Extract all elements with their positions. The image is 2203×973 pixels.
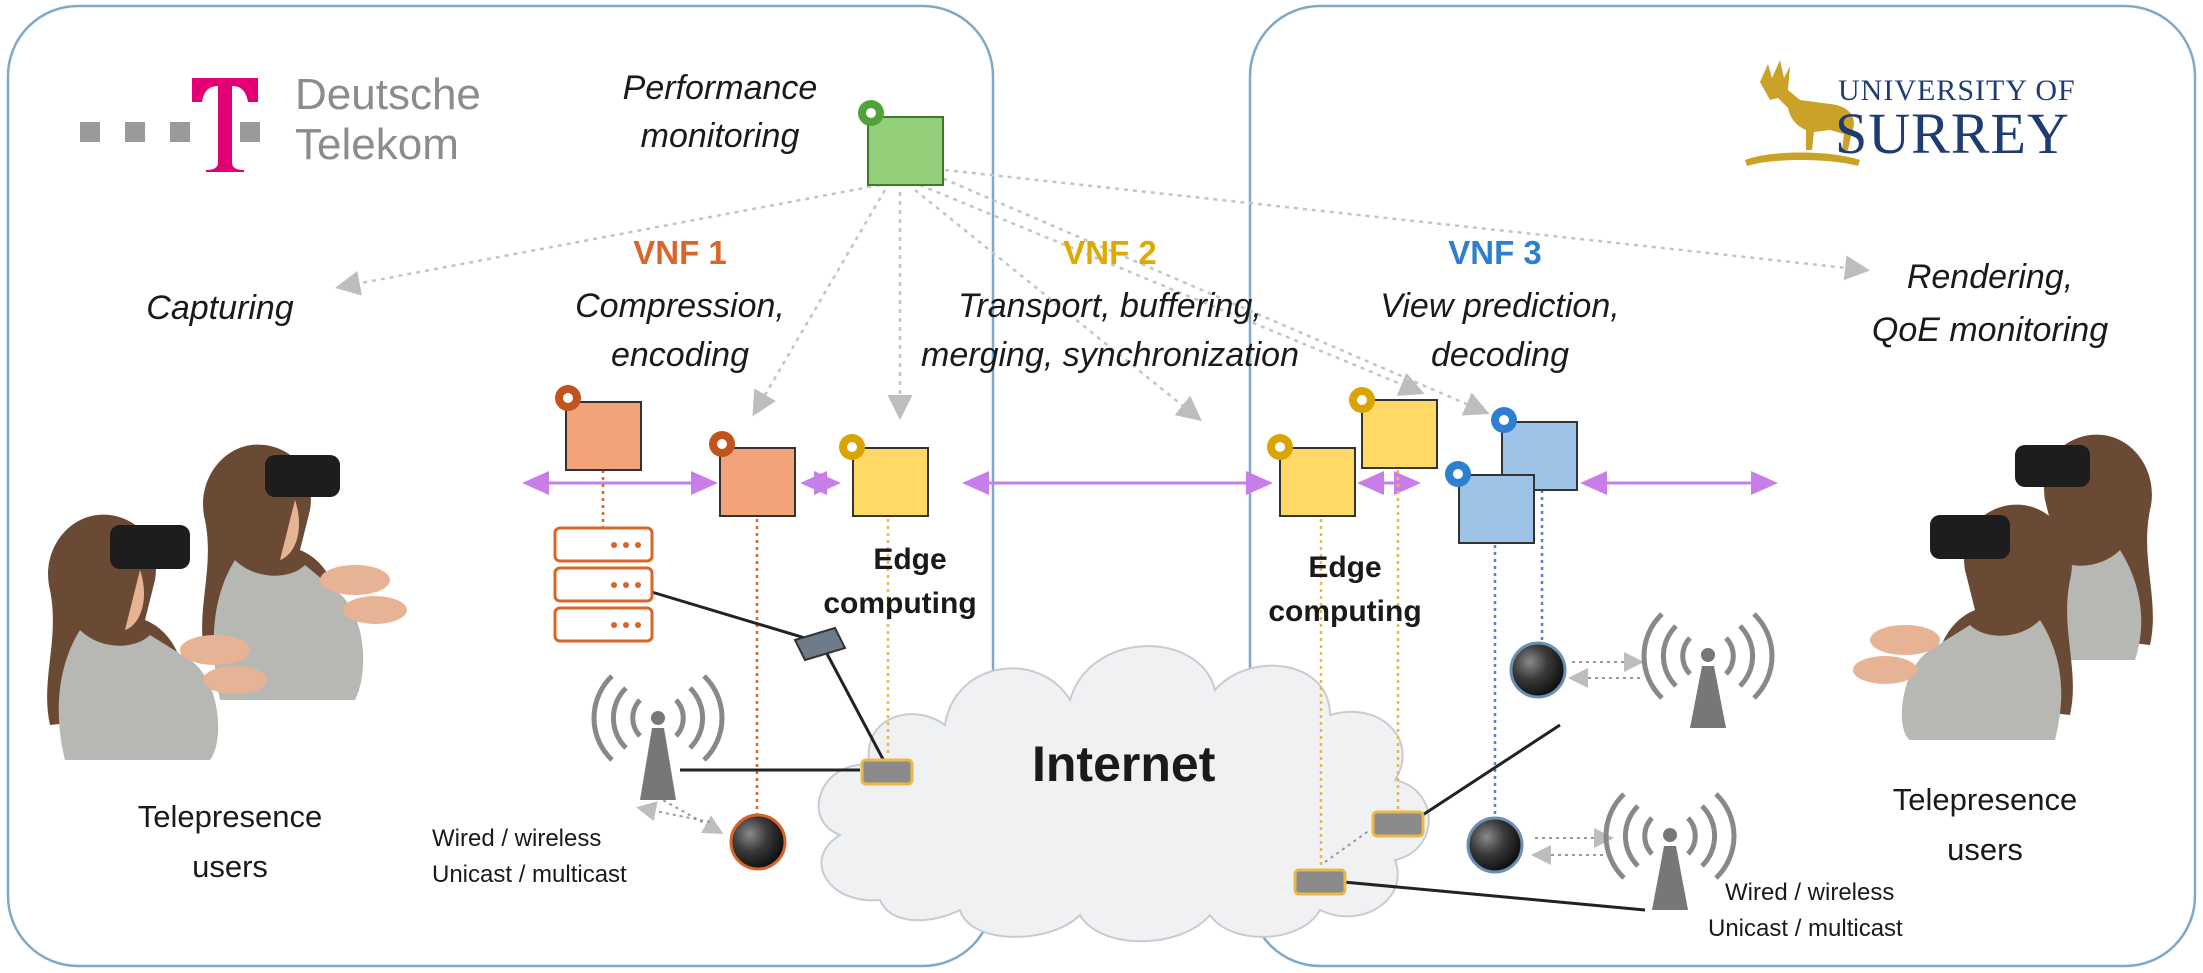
antenna-right-top-icon	[1641, 612, 1775, 728]
client-device-left-icon	[729, 813, 787, 871]
vnf2-line1: Transport, buffering,	[958, 287, 1262, 325]
vnf1-line1: Compression,	[575, 287, 785, 325]
internet-cloud	[817, 645, 1430, 943]
network-left-line1: Wired / wireless	[432, 825, 602, 852]
telepresence-users-left-line2: users	[192, 849, 268, 884]
monitoring-arrows	[335, 168, 1870, 422]
surrey-crest-icon	[1745, 60, 1860, 166]
vnf3-title: VNF 3	[1448, 234, 1542, 271]
drop-lines	[601, 470, 1544, 870]
network-right-line2: Unicast / multicast	[1708, 915, 1903, 942]
performance-monitoring-label-line1: Performance	[622, 69, 818, 107]
telepresence-users-right-line1: Telepresence	[1892, 782, 2078, 817]
vnf1-line2: encoding	[610, 336, 749, 374]
edge-computing-right-line2: computing	[1268, 595, 1422, 628]
client-device-right-bottom-icon	[1466, 816, 1524, 874]
server-stack-icon	[553, 526, 654, 643]
rendering-label-line1: Rendering,	[1906, 258, 2074, 296]
vnf3-line2: decoding	[1430, 336, 1569, 374]
network-switch-icon	[793, 626, 847, 662]
surrey-logo-line2: SURREY	[1835, 101, 2070, 166]
rendering-label-line2: QoE monitoring	[1871, 311, 2109, 349]
vnf3-box-b	[1445, 461, 1535, 544]
edge-router-right-a-icon	[1371, 810, 1425, 838]
vnf3-line1: View prediction,	[1380, 287, 1620, 325]
vnf1-box-b	[709, 431, 796, 517]
telepresence-users-right-illustration	[1853, 434, 2153, 740]
edge-computing-left-line1: Edge	[873, 543, 947, 576]
vnf2-title: VNF 2	[1063, 234, 1157, 271]
internet-label: Internet	[1032, 736, 1216, 792]
edge-router-left-icon	[860, 758, 914, 786]
vnf2-box-right-b	[1349, 387, 1438, 469]
network-left-line2: Unicast / multicast	[432, 861, 627, 888]
dt-logo-line2: Telekom	[295, 120, 459, 169]
surrey-logo-line1: UNIVERSITY OF	[1838, 74, 2076, 107]
client-device-right-top-icon	[1509, 641, 1567, 699]
vnf1-title: VNF 1	[633, 234, 727, 271]
telepresence-users-left-illustration	[47, 444, 407, 760]
antenna-right-bottom-icon	[1603, 792, 1737, 910]
vnf1-box-a	[555, 385, 642, 471]
edge-computing-right-line1: Edge	[1308, 551, 1382, 584]
network-right-line1: Wired / wireless	[1725, 879, 1895, 906]
capturing-label: Capturing	[146, 289, 294, 327]
performance-monitoring-label-line2: monitoring	[640, 117, 800, 155]
telepresence-users-right-line2: users	[1947, 832, 2023, 867]
vnf2-line2: merging, synchronization	[921, 336, 1299, 374]
edge-computing-left-line2: computing	[823, 587, 977, 620]
vnf2-box-right-a	[1267, 434, 1356, 517]
dt-logo-line1: Deutsche	[295, 70, 481, 119]
wired-links	[644, 588, 1646, 912]
antenna-left-icon	[591, 674, 725, 800]
edge-router-right-b-icon	[1293, 868, 1347, 896]
deutsche-telekom-logo-mark	[80, 78, 260, 172]
telepresence-users-left-line1: Telepresence	[137, 799, 323, 834]
performance-monitoring-box	[858, 100, 944, 186]
vnf2-box-left	[839, 434, 929, 517]
